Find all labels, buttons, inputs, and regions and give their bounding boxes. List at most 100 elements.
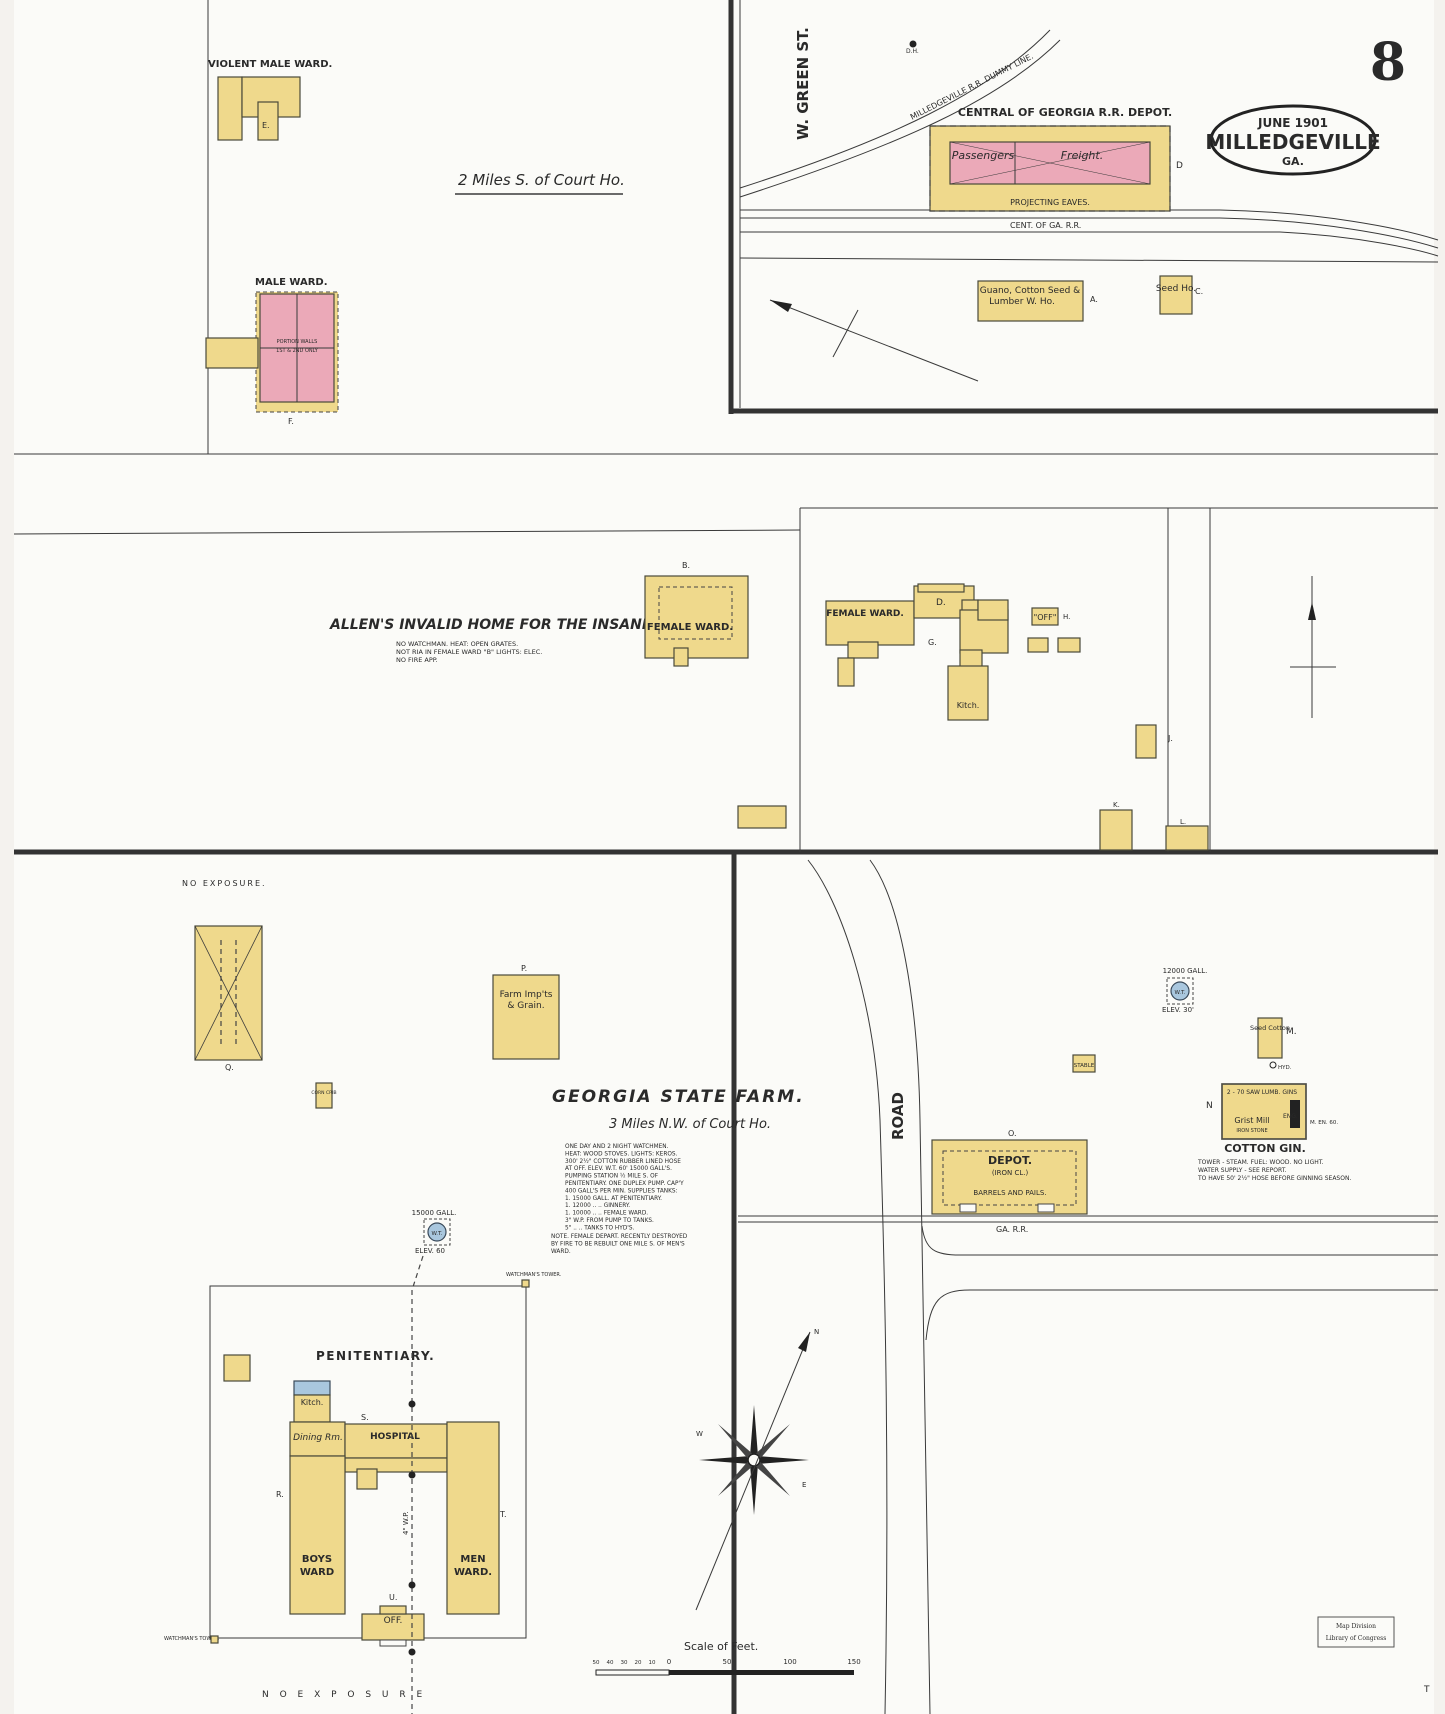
pen-men-1: MEN <box>460 1554 485 1565</box>
allens-off: "OFF" <box>1034 613 1057 622</box>
penitentiary-title: PENITENTIARY. <box>316 1349 435 1363</box>
stamp-line-1: Map Division <box>1336 1623 1376 1630</box>
farm-depot-iron: (IRON CL.) <box>992 1169 1029 1177</box>
allens-k: K. <box>1113 801 1120 809</box>
pen-boys-1: BOYS <box>302 1554 332 1565</box>
farm-note-line: HEAT: WOOD STOVES. LIGHTS: KEROS. <box>565 1151 678 1157</box>
watchmans-tower-ne: WATCHMAN'S TOWER. <box>506 1272 562 1278</box>
cotton-gin-title: COTTON GIN. <box>1224 1142 1306 1155</box>
library-stamp: Map Division Library of Congress <box>1317 1616 1395 1648</box>
farm-grain-label: & Grain. <box>507 1001 544 1011</box>
depot-freight: Freight. <box>1061 149 1103 162</box>
seed-ho-c: C. <box>1195 287 1203 296</box>
cotton-gin-grist: Grist Mill <box>1234 1116 1269 1125</box>
cotton-gin-eng: ENG. <box>1283 1113 1298 1120</box>
central-of-georgia-depot <box>929 125 1171 212</box>
seed-ho-label: Seed Ho. <box>1156 284 1196 294</box>
farm-notes-block: ONE DAY AND 2 NIGHT WATCHMEN.HEAT: WOOD … <box>551 1144 688 1255</box>
farm-title: GEORGIA STATE FARM. <box>552 1087 805 1107</box>
water-tower-east <box>1170 981 1190 1001</box>
scale-tick-label: 0 <box>667 1658 671 1666</box>
sheet-frame <box>13 0 1438 1714</box>
building-q-label: Q. <box>225 1063 234 1072</box>
farm-note-line: 1. 12000 .. .. GINNERY. <box>565 1203 630 1209</box>
farm-note-line: 5" .. .. TANKS TO HYD'S. <box>565 1225 635 1231</box>
pen-dining: Dining Rm. <box>293 1433 343 1443</box>
male-ward-f: F. <box>288 417 294 426</box>
scale-title: Scale of Feet. <box>684 1640 758 1653</box>
no-exposure-top: NO EXPOSURE. <box>182 879 267 888</box>
cotton-gin-note-2: WATER SUPPLY - SEE REPORT. <box>1198 1167 1287 1174</box>
farm-note-line: PUMPING STATION ½ MILE S. OF <box>565 1173 658 1180</box>
violent-e: E. <box>262 121 270 130</box>
small-building-pen <box>223 1354 251 1382</box>
road-curve <box>738 859 1438 1714</box>
cotton-gin-n: N <box>1206 1101 1213 1111</box>
male-ward-label: MALE WARD. <box>255 277 328 288</box>
compass-n: N <box>814 1328 819 1336</box>
cotton-gin-note-3: TO HAVE 50' 2½" HOSE BEFORE GINNING SEAS… <box>1197 1175 1351 1182</box>
male-ward <box>205 291 339 413</box>
north-arrow-middle <box>1290 576 1336 718</box>
cotton-gin-m: M. <box>1286 1027 1297 1037</box>
farm-note-line: 1. 15000 GALL. AT PENITENTIARY. <box>565 1196 662 1202</box>
seed-cotton-label: Seed Cotton <box>1250 1024 1290 1032</box>
cartouche-state: GA. <box>1282 155 1304 168</box>
water-pipe-line <box>408 1290 416 1714</box>
scale-tick-label: 50 <box>723 1658 732 1666</box>
wt-west-wt: W.T. <box>431 1231 442 1237</box>
allens-l: L. <box>1180 818 1186 826</box>
farm-note-line: 3" W.P. FROM PUMP TO TANKS. <box>565 1218 654 1224</box>
cotton-gin-complex <box>1221 1017 1307 1140</box>
stable-building <box>1072 1054 1096 1073</box>
cotton-gin-hyd: HYD. <box>1278 1065 1292 1071</box>
allens-title: ALLEN'S INVALID HOME FOR THE INSANE <box>329 617 652 633</box>
farm-note-line: ONE DAY AND 2 NIGHT WATCHMEN. <box>565 1144 669 1150</box>
compass-e: E <box>802 1481 806 1489</box>
depot-title: CENTRAL OF GEORGIA R.R. DEPOT. <box>958 106 1172 119</box>
scale-tick-label: 10 <box>649 1660 656 1666</box>
compass-rose <box>695 1331 811 1611</box>
scale-tick-label: 50 <box>593 1660 600 1666</box>
depot-d: D <box>1176 161 1183 171</box>
pen-u: U. <box>389 1593 397 1602</box>
scale-tick-label: 30 <box>621 1660 628 1666</box>
male-ward-note-2: 1ST & 2ND ONLY <box>276 348 319 354</box>
female-ward-g-complex <box>737 583 1209 851</box>
farm-distance: 3 Miles N.W. of Court Ho. <box>609 1117 771 1132</box>
pen-off: OFF. <box>384 1616 403 1626</box>
depot-eaves: PROJECTING EAVES. <box>1010 198 1090 207</box>
stamp-line-2: Library of Congress <box>1326 1635 1387 1642</box>
compass-w: W <box>696 1430 703 1438</box>
building-p-label: P. <box>521 964 527 973</box>
violent-male-ward-label: VIOLENT MALE WARD. <box>208 59 332 70</box>
scale-tick-label: 150 <box>847 1658 860 1666</box>
wt-east-wt: W.T. <box>1174 990 1185 996</box>
guano-lumber-warehouse <box>977 280 1084 322</box>
farm-note-line: 400 GALL'S PER MIN. SUPPLIES TANKS: <box>565 1188 678 1194</box>
lumber-label: Lumber W. Ho. <box>989 297 1055 307</box>
farm-depot <box>931 1139 1088 1215</box>
watchmans-tower-sw: WATCHMAN'S TOWER. <box>164 1636 220 1642</box>
title-cartouche: JUNE 1901 MILLEDGEVILLE GA. <box>1205 104 1381 176</box>
cartouche-date: JUNE 1901 <box>1257 116 1328 130</box>
pen-men-2: WARD. <box>454 1567 492 1578</box>
allens-note-1: NO WATCHMAN. HEAT: OPEN GRATES. <box>396 640 518 648</box>
label-cent-ga-rr: CENT. OF GA. R.R. <box>1010 221 1081 230</box>
farm-note-line: 1. 10000 .. .. FEMALE WARD. <box>565 1211 648 1217</box>
cotton-gin-m-eng: M. EN. 60. <box>1310 1120 1338 1126</box>
label-ga-rr: GA. R.R. <box>996 1225 1028 1234</box>
pen-r: R. <box>276 1490 284 1499</box>
corn-crib <box>315 1082 333 1109</box>
pen-t: T. <box>499 1510 506 1519</box>
stable-label: STABLE <box>1074 1063 1095 1069</box>
farm-note-line: AT OFF. ELEV. W.T. 60' 15000 GALL'S. <box>565 1166 672 1172</box>
farm-depot-label: DEPOT. <box>988 1154 1032 1167</box>
farm-female-note-line: WARD. <box>551 1249 571 1255</box>
pen-wp: 4" W.P. <box>402 1511 410 1535</box>
guano-label: Guano, Cotton Seed & <box>980 286 1080 296</box>
penitentiary-buildings <box>289 1380 500 1647</box>
scale-tick-label: 100 <box>783 1658 796 1666</box>
